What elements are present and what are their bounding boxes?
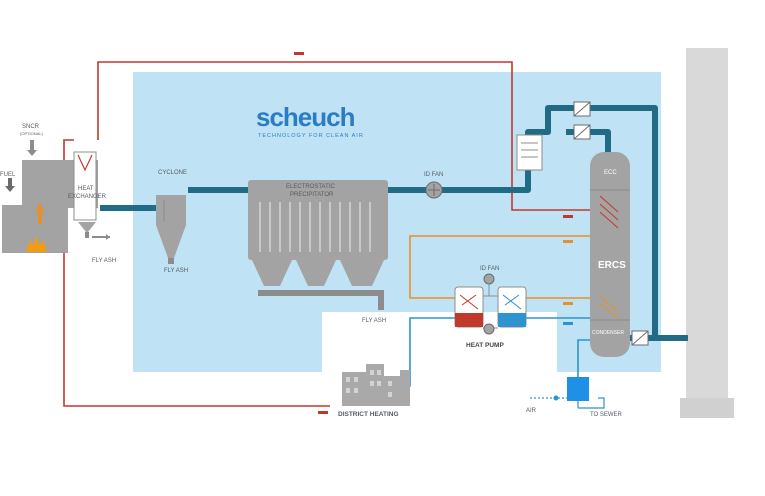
flame-icon [26, 236, 47, 252]
fuel-arrow [5, 178, 15, 192]
water-tank [530, 377, 605, 409]
heat-exchanger-label-2: EXCHANGER [68, 194, 107, 200]
scheuch-logo: scheuch TECHNOLOGY FOR CLEAN AIR [256, 102, 364, 139]
ecc-label: ECC [604, 170, 617, 176]
cyclone-label: CYCLONE [158, 170, 187, 176]
heat-pump-label: HEAT PUMP [466, 342, 504, 349]
flow-marker-ercs-blue [563, 322, 573, 325]
chimney [686, 48, 728, 418]
chimney-base [680, 398, 734, 418]
brand-tagline: TECHNOLOGY FOR CLEAN AIR [258, 133, 364, 139]
damper-3 [631, 330, 649, 346]
fly-ash-label-2: FLY ASH [164, 268, 188, 274]
condenser-label: CONDENSER [592, 330, 624, 336]
plant-boundary-panel [133, 72, 661, 372]
fly-ash-label-1: FLY ASH [92, 258, 116, 264]
heat-pump [454, 273, 527, 335]
electrostatic-precipitator [248, 180, 388, 310]
air-label: AIR [526, 408, 537, 414]
quench-unit [516, 134, 543, 171]
ercs-warm-loops [409, 235, 598, 299]
heat-exchanger-label-1: HEAT [78, 186, 94, 192]
flow-marker-ercs-red [563, 215, 573, 218]
heat-exchanger [73, 151, 110, 240]
id-fan-1 [425, 181, 443, 199]
esp-label-1: ELECTROSTATIC [286, 184, 335, 190]
cyclone [156, 195, 186, 264]
fuel-label: FUEL [0, 172, 16, 178]
to-sewer-label: TO SEWER [590, 412, 623, 418]
sncr-arrow [27, 140, 37, 156]
flow-marker-top [294, 52, 304, 55]
damper-1 [573, 101, 591, 117]
damper-2 [573, 124, 591, 140]
flow-marker-ercs-orange-2 [563, 302, 573, 305]
sncr-sub-label: (OPTIONAL) [20, 131, 44, 136]
district-heating-loop [63, 61, 598, 407]
esp-label-2: PRECIPITATOR [290, 192, 334, 198]
brand-name: scheuch [256, 102, 355, 132]
ercs-label: ERCS [598, 260, 626, 271]
district-heating-buildings-icon [342, 364, 410, 406]
flow-marker-ercs-orange [563, 240, 573, 243]
flow-marker-bottom [318, 411, 328, 414]
sncr-label: SNCR [22, 124, 40, 130]
id-fan-1-label: ID FAN [424, 172, 443, 178]
fly-ash-label-3: FLY ASH [362, 318, 386, 324]
id-fan-2-label: ID FAN [480, 266, 499, 272]
district-heating-label: DISTRICT HEATING [338, 411, 399, 418]
ercs-column [590, 152, 630, 357]
